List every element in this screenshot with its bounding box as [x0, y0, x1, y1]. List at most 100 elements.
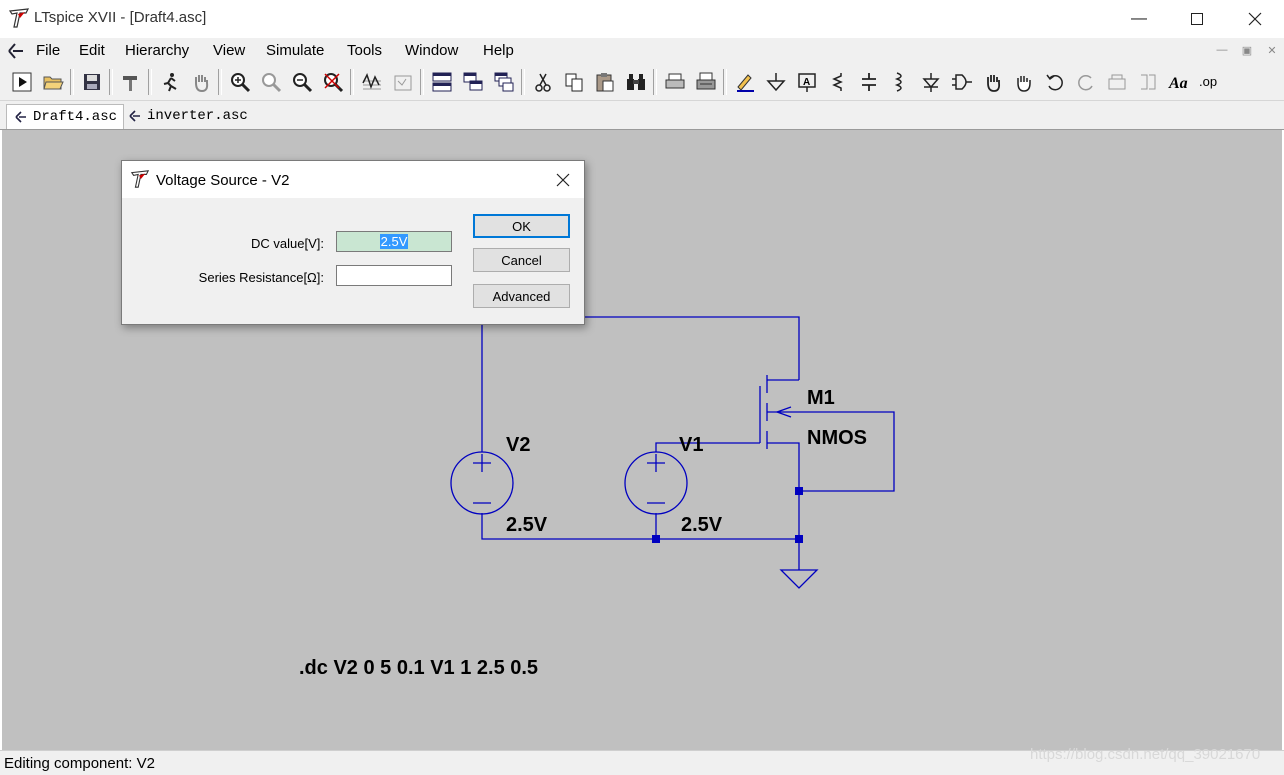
- dialog-title-bar: Voltage Source - V2: [122, 161, 584, 198]
- window-title: LTspice XVII - [Draft4.asc]: [34, 9, 207, 26]
- zoom-fit-button[interactable]: [317, 67, 348, 97]
- v1-value-label[interactable]: 2.5V: [681, 514, 723, 536]
- find-button[interactable]: [620, 67, 651, 97]
- mdi-minimize-icon[interactable]: —: [1216, 44, 1228, 56]
- copy-button[interactable]: [558, 67, 589, 97]
- mosfet-body: [767, 411, 895, 492]
- zoom-cancel-icon: [323, 73, 343, 93]
- v2-name-label[interactable]: V2: [506, 434, 530, 456]
- waveform-icon: [361, 73, 381, 90]
- paste-button[interactable]: [589, 67, 620, 97]
- capacitor-icon: [861, 73, 876, 91]
- m1-name-label[interactable]: M1: [807, 387, 835, 409]
- maximize-icon: [1191, 13, 1203, 25]
- dc-value-input[interactable]: 2.5V: [336, 231, 452, 252]
- drag-button[interactable]: [1008, 67, 1039, 97]
- zoom-in-button[interactable]: [224, 67, 255, 97]
- menu-window[interactable]: Window: [405, 42, 459, 59]
- v2-polarity: [473, 454, 491, 504]
- cancel-button[interactable]: Cancel: [473, 248, 570, 272]
- dialog-close-button[interactable]: [550, 167, 576, 193]
- menu-view[interactable]: View: [213, 42, 246, 59]
- rotate-button[interactable]: [1101, 67, 1132, 97]
- toolbar-separator: [70, 69, 74, 95]
- waveform-button[interactable]: [356, 67, 387, 97]
- print-button[interactable]: [690, 67, 721, 97]
- minimize-button[interactable]: —: [1110, 0, 1168, 38]
- m1-model-label[interactable]: NMOS: [807, 427, 867, 449]
- diode-button[interactable]: [915, 67, 946, 97]
- close-icon: [556, 173, 570, 187]
- cascade-button[interactable]: [457, 67, 488, 97]
- wire-v1-gate: [655, 442, 760, 452]
- mosfet-arrow: [775, 406, 792, 418]
- spice-directive-text[interactable]: .dc V2 0 5 0.1 V1 1 2.5 0.5: [299, 657, 538, 679]
- print-setup-button[interactable]: [659, 67, 690, 97]
- inductor-icon: [894, 72, 902, 92]
- schematic-doc-icon[interactable]: [5, 41, 25, 61]
- close-button[interactable]: [1226, 0, 1284, 38]
- inductor-button[interactable]: [884, 67, 915, 97]
- mdi-close-icon[interactable]: ✕: [1267, 45, 1277, 57]
- save-button[interactable]: [76, 67, 107, 97]
- resistor-button[interactable]: [822, 67, 853, 97]
- label-net-button[interactable]: A: [791, 67, 822, 97]
- running-man-icon: [163, 73, 177, 92]
- spice-directive-button[interactable]: .op: [1194, 67, 1225, 97]
- ground-button[interactable]: [760, 67, 791, 97]
- maximize-button[interactable]: [1168, 0, 1226, 38]
- pan-button[interactable]: [185, 67, 216, 97]
- schematic-drawing: V2 2.5V V1 2.5V M1 NMOS .dc V2 0 5 0.1 V…: [299, 316, 895, 679]
- wire-bottom: [481, 513, 799, 540]
- undo-icon: [1045, 74, 1063, 91]
- junction-dot: [795, 535, 803, 543]
- schematic-tab-icon: [129, 110, 140, 122]
- series-resistance-input[interactable]: [336, 265, 452, 286]
- menu-hierarchy[interactable]: Hierarchy: [125, 42, 190, 59]
- and-gate-icon: [951, 74, 972, 90]
- menu-bar: File Edit Hierarchy View Simulate Tools …: [0, 38, 1284, 64]
- advanced-button[interactable]: Advanced: [473, 284, 570, 308]
- tab-inverter[interactable]: inverter.asc: [121, 104, 254, 128]
- paste-icon: [596, 73, 613, 92]
- ltspice-logo-icon: [8, 8, 30, 28]
- menu-file[interactable]: File: [36, 42, 61, 59]
- zoom-out-icon: [292, 73, 312, 93]
- cut-button[interactable]: [527, 67, 558, 97]
- text-button[interactable]: Aa: [1163, 67, 1194, 97]
- tile-horizontal-button[interactable]: [426, 67, 457, 97]
- menu-simulate[interactable]: Simulate: [266, 42, 325, 59]
- draw-wire-button[interactable]: [729, 67, 760, 97]
- move-button[interactable]: [977, 67, 1008, 97]
- run-button[interactable]: [6, 67, 37, 97]
- ok-button[interactable]: OK: [473, 214, 570, 238]
- mdi-restore-icon[interactable]: ▣: [1241, 45, 1253, 57]
- mirror-button[interactable]: [1132, 67, 1163, 97]
- close-icon: [1248, 12, 1262, 26]
- junction-dot: [795, 487, 803, 495]
- capacitor-button[interactable]: [853, 67, 884, 97]
- tile-vertical-icon: [494, 72, 513, 92]
- v1-name-label[interactable]: V1: [679, 434, 703, 456]
- zoom-out-button[interactable]: [286, 67, 317, 97]
- ltspice-logo-icon: [130, 170, 150, 188]
- tile-vertical-button[interactable]: [488, 67, 519, 97]
- menu-edit[interactable]: Edit: [79, 42, 105, 59]
- undo-button[interactable]: [1039, 67, 1070, 97]
- redo-button[interactable]: [1070, 67, 1101, 97]
- menu-help[interactable]: Help: [483, 42, 514, 59]
- save-icon: [83, 74, 100, 90]
- redo-icon: [1077, 74, 1093, 91]
- tab-draft4[interactable]: Draft4.asc: [6, 104, 125, 129]
- control-panel-button[interactable]: [115, 67, 146, 97]
- mosfet-source: [767, 442, 800, 570]
- toolbar-separator: [148, 69, 152, 95]
- component-button[interactable]: [946, 67, 977, 97]
- schematic-view-button[interactable]: [387, 67, 418, 97]
- v2-value-label[interactable]: 2.5V: [506, 514, 548, 536]
- zoom-area-button[interactable]: [255, 67, 286, 97]
- halt-button[interactable]: [154, 67, 185, 97]
- open-button[interactable]: [37, 67, 68, 97]
- schematic-tab-icon: [15, 111, 26, 123]
- menu-tools[interactable]: Tools: [347, 42, 383, 59]
